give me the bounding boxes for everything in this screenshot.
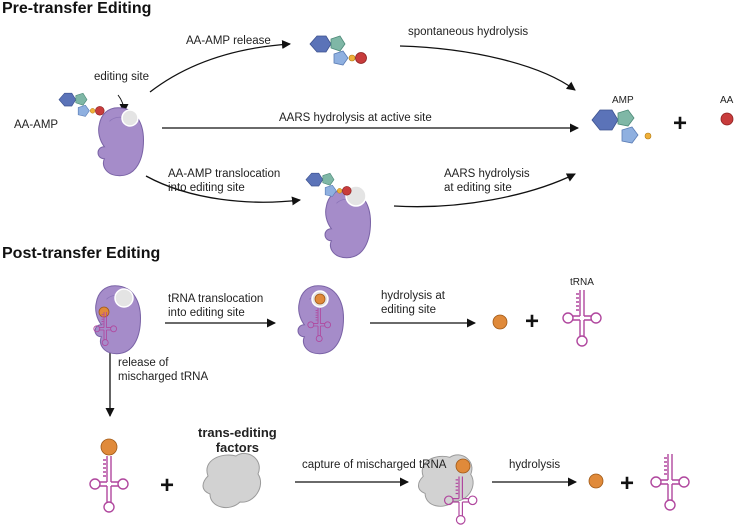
hydrolysis-editing-site-label: hydrolysis at editing site	[381, 290, 445, 316]
aars-active-site-label: AARS hydrolysis at active site	[279, 112, 432, 124]
plus-sign-4: +	[620, 470, 635, 497]
aa-label: AA	[720, 95, 734, 106]
plus-sign-3: +	[160, 472, 175, 499]
hydrolysis-label: hydrolysis	[509, 459, 561, 471]
aa-amp-label: AA-AMP	[14, 119, 59, 131]
trna-product-2	[650, 453, 690, 511]
arrow-spontaneous-hydrolysis	[399, 45, 576, 91]
plus-sign-2: +	[525, 308, 540, 335]
spontaneous-hydrolysis-label: spontaneous hydrolysis	[408, 26, 529, 38]
trna-product	[562, 289, 602, 347]
amp-label: AMP	[612, 95, 634, 106]
plus-sign: +	[673, 110, 688, 137]
editing-site-pocket	[121, 109, 139, 127]
arrow-translocation	[145, 175, 301, 206]
release-label: release of mischarged tRNA	[118, 357, 209, 383]
released-aa-amp	[309, 35, 367, 66]
mischarged-trna	[89, 438, 129, 513]
trna-label: tRNA	[570, 277, 594, 288]
aars-editing-site-label: AARS hydrolysis at editing site	[444, 168, 530, 194]
arrow-aars-editing-site	[393, 173, 576, 208]
aa-amp-release-label: AA-AMP release	[186, 35, 271, 47]
translocation-label: AA-AMP translocation into editing site	[168, 168, 281, 194]
enzyme-trna-translocated	[297, 285, 345, 355]
enzyme-with-trna	[93, 285, 142, 355]
aa-product-2	[492, 314, 508, 330]
trans-editing-factor	[202, 452, 262, 509]
amp-product	[591, 109, 652, 144]
enzyme-translocated	[305, 172, 372, 259]
post-transfer-heading: Post-transfer Editing	[2, 245, 161, 262]
pre-transfer-heading: Pre-transfer Editing	[2, 0, 152, 17]
aa-product	[720, 112, 734, 126]
enzyme-with-aa-amp	[58, 92, 145, 177]
factor-with-trna	[417, 454, 478, 525]
capture-label: capture of mischarged tRNA	[302, 459, 447, 471]
arrow-aa-amp-release	[149, 40, 291, 93]
trna-translocation-label: tRNA translocation into editing site	[168, 293, 264, 319]
editing-site-label: editing site	[94, 71, 149, 83]
trans-editing-label: trans-editing factors	[198, 425, 277, 455]
aa-product-3	[588, 473, 604, 489]
